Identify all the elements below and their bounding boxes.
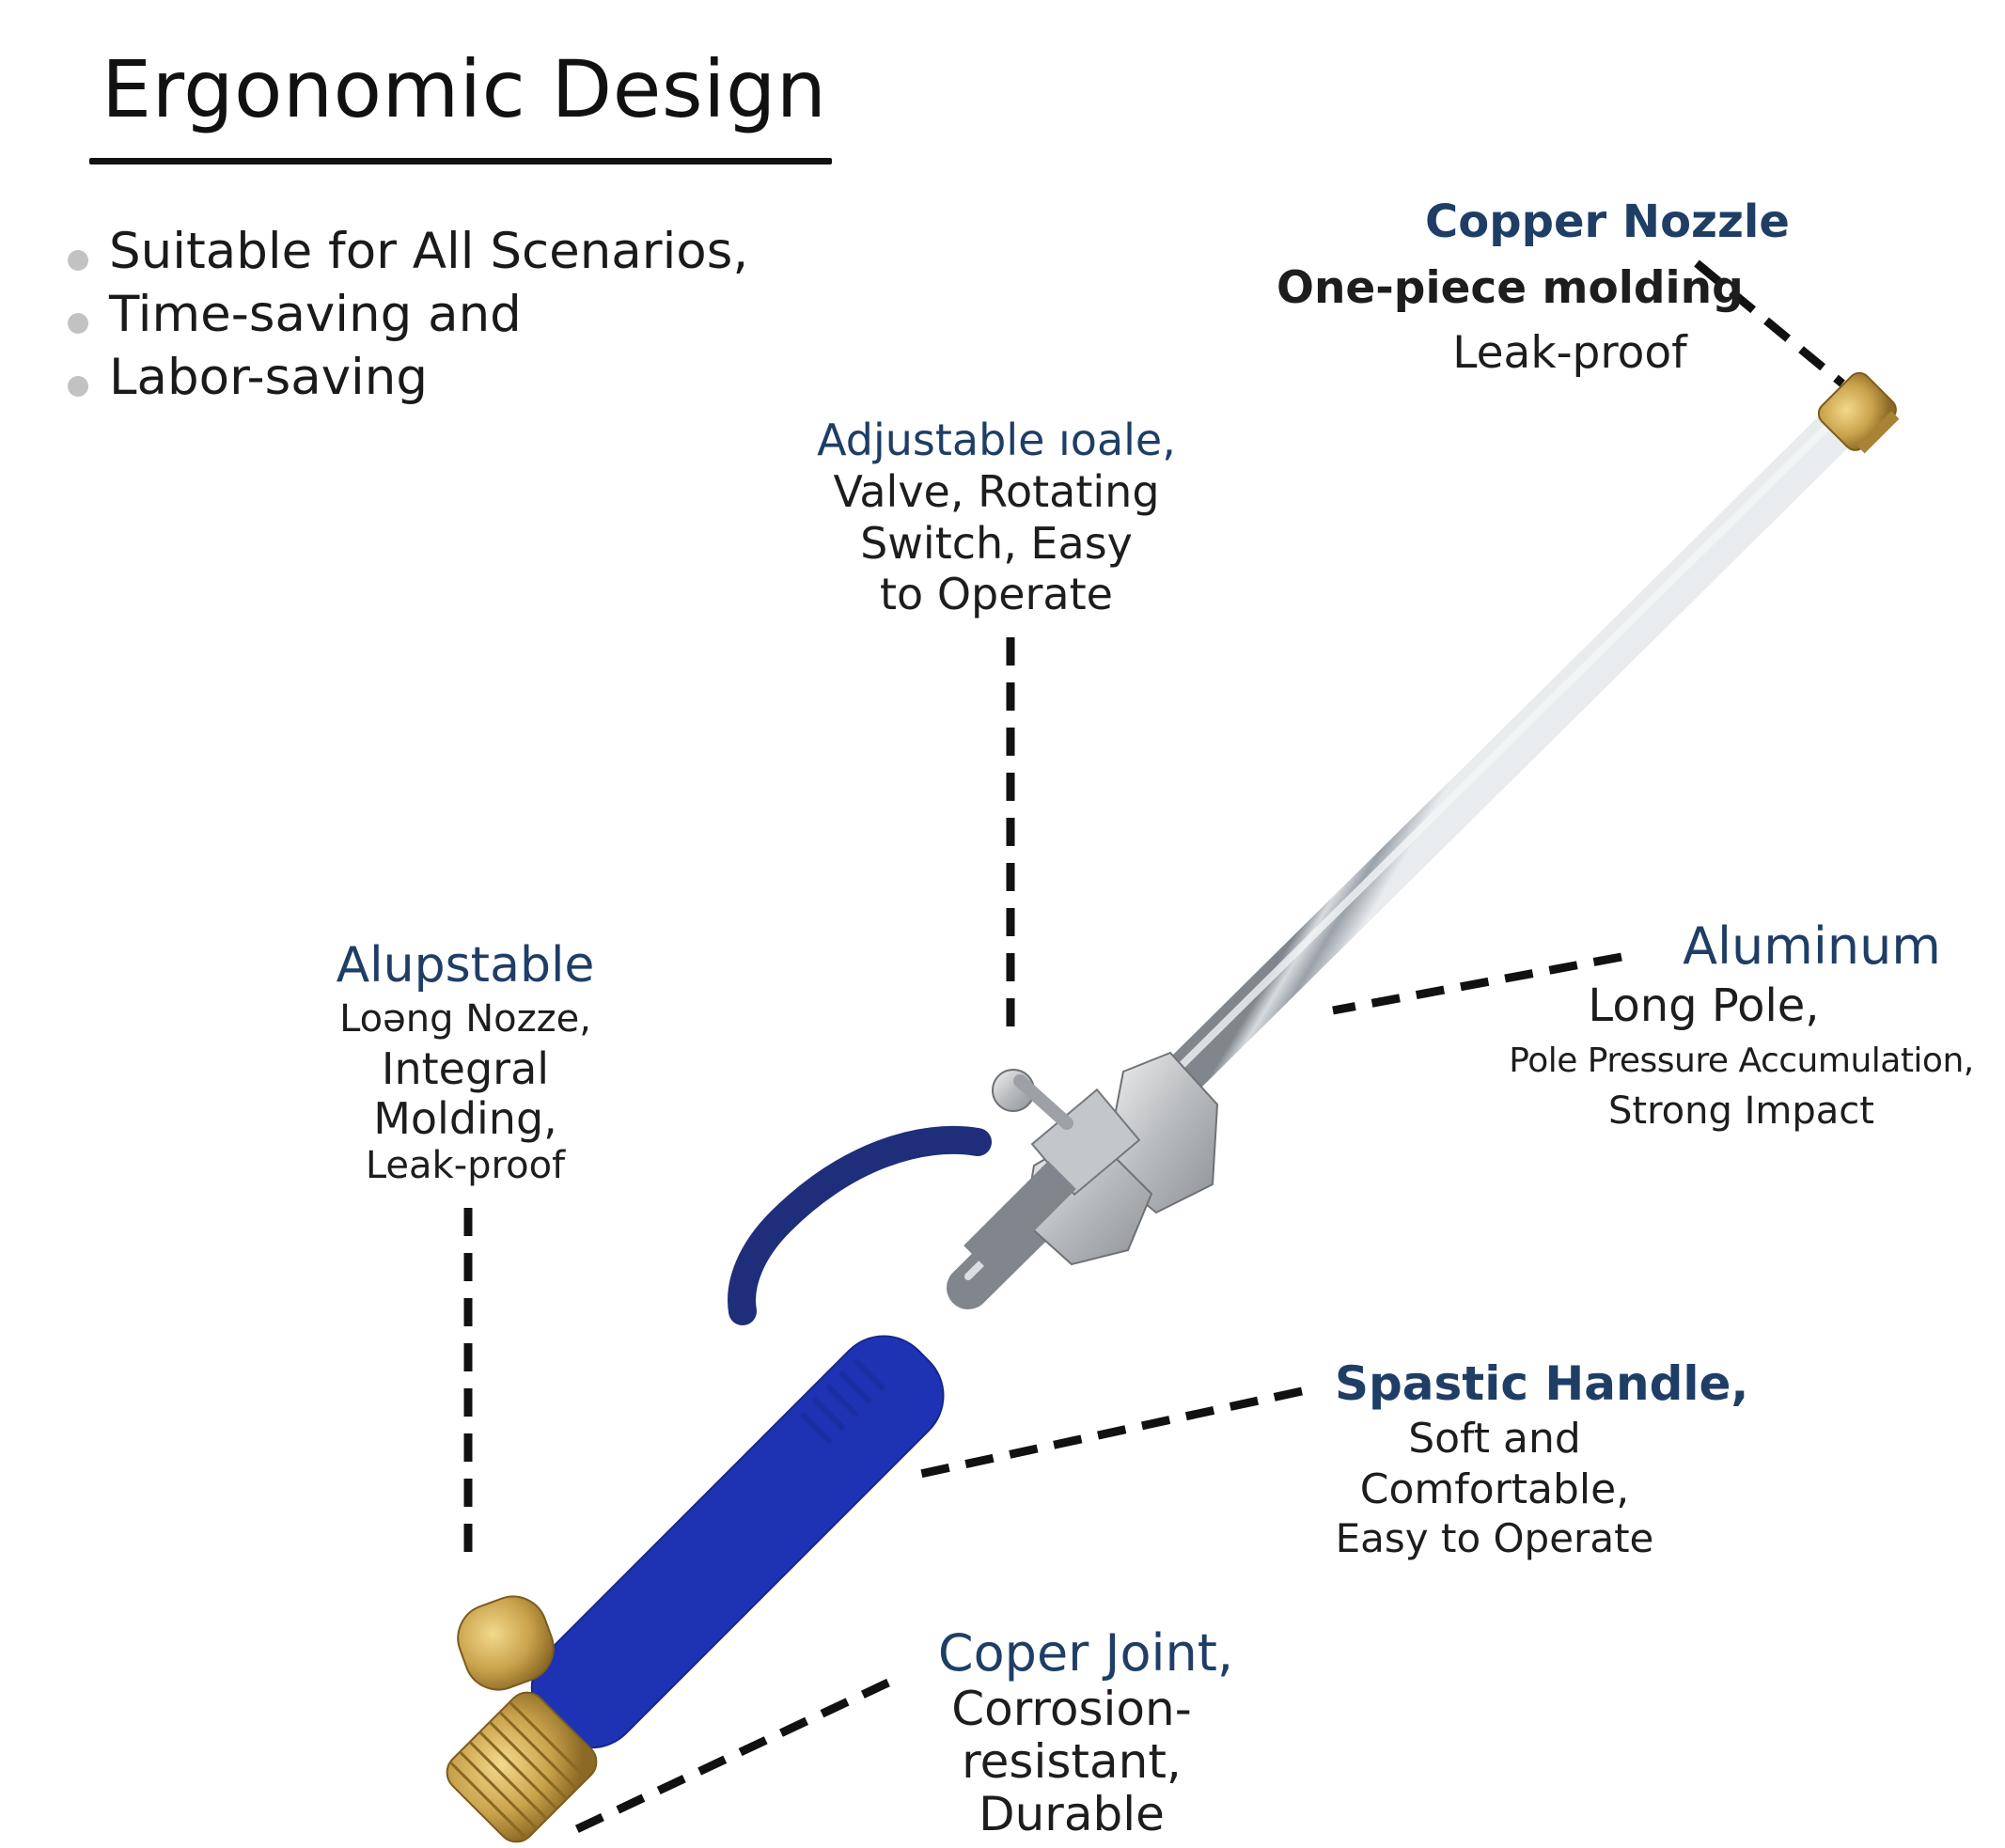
callout-text: resistant, <box>962 1734 1182 1789</box>
leader-line-coper-joint <box>567 1678 890 1838</box>
callout-text: Leak-proof <box>365 1144 566 1187</box>
callout-text: Loəng Nozze, <box>339 997 591 1041</box>
copper-nozzle-icon <box>1817 371 1900 454</box>
callout-text: Molding, <box>373 1093 557 1144</box>
callout-copper-nozzle: Copper Nozzle One-piece molding Leak-pro… <box>1260 192 1805 382</box>
ball-valve-icon <box>992 1051 1219 1266</box>
callout-text: Soft and <box>1408 1415 1581 1463</box>
callout-text: Durable <box>979 1787 1165 1841</box>
valve-lever-icon <box>728 1125 992 1325</box>
callout-heading: Spastic Handle, <box>1335 1356 1749 1411</box>
callout-heading: Copper Nozzle <box>1425 196 1790 248</box>
callout-adjustable-valve: Adjustable ıoale, Valve, Rotating Switch… <box>780 414 1213 619</box>
callout-alupstable: Alupstable Loəng Nozze, Integral Molding… <box>296 936 634 1188</box>
callout-text: Valve, Rotating <box>833 466 1160 517</box>
callout-coper-joint: Coper Joint, Corrosion- resistant, Durab… <box>865 1623 1278 1841</box>
leader-line-copper-nozzle <box>1694 259 1845 387</box>
bullet-item: Time-saving and <box>64 283 748 346</box>
callout-text: Comfortable, <box>1359 1465 1630 1513</box>
callout-text: to Operate <box>880 569 1113 619</box>
callout-heading: Alupstable <box>336 937 595 994</box>
bullet-item: Suitable for All Scenarios, <box>64 220 748 283</box>
callout-aluminum: Aluminum Long Pole, Pole Pressure Accumu… <box>1480 916 2002 1135</box>
brass-cap-icon <box>457 1595 555 1691</box>
callout-text: One-piece molding <box>1277 262 1744 314</box>
bullet-dot-icon <box>68 250 88 271</box>
callout-heading: Aluminum <box>1683 916 1941 976</box>
callout-text: Strong Impact <box>1608 1089 1874 1133</box>
bullet-dot-icon <box>68 376 88 397</box>
title-underline <box>89 158 832 164</box>
callout-heading: Coper Joint, <box>937 1623 1234 1683</box>
callout-text: Long Pole, <box>1588 979 1820 1032</box>
copper-joint-icon <box>446 1691 598 1843</box>
feature-bullet-list: Suitable for All Scenarios, Time-saving … <box>64 220 748 409</box>
callout-text: Leak-proof <box>1452 327 1687 379</box>
bullet-item: Labor-saving <box>64 346 748 409</box>
callout-text: Switch, Easy <box>860 518 1133 569</box>
bullet-dot-icon <box>68 313 88 334</box>
callout-text: Easy to Operate <box>1335 1515 1654 1561</box>
callout-text: Corrosion- <box>951 1682 1192 1736</box>
callout-text: Integral <box>381 1043 550 1094</box>
leader-line-spastic-handle <box>911 1386 1303 1480</box>
callout-spastic-handle: Spastic Handle, Soft and Comfortable, Ea… <box>1288 1354 1749 1562</box>
page-title: Ergonomic Design <box>102 43 827 135</box>
leader-line-aluminum <box>1332 952 1622 1015</box>
callout-heading: Adjustable ıoale, <box>817 415 1176 465</box>
handle-pole <box>963 1161 1076 1274</box>
callout-text: Pole Pressure Accumulation, <box>1509 1041 1974 1080</box>
